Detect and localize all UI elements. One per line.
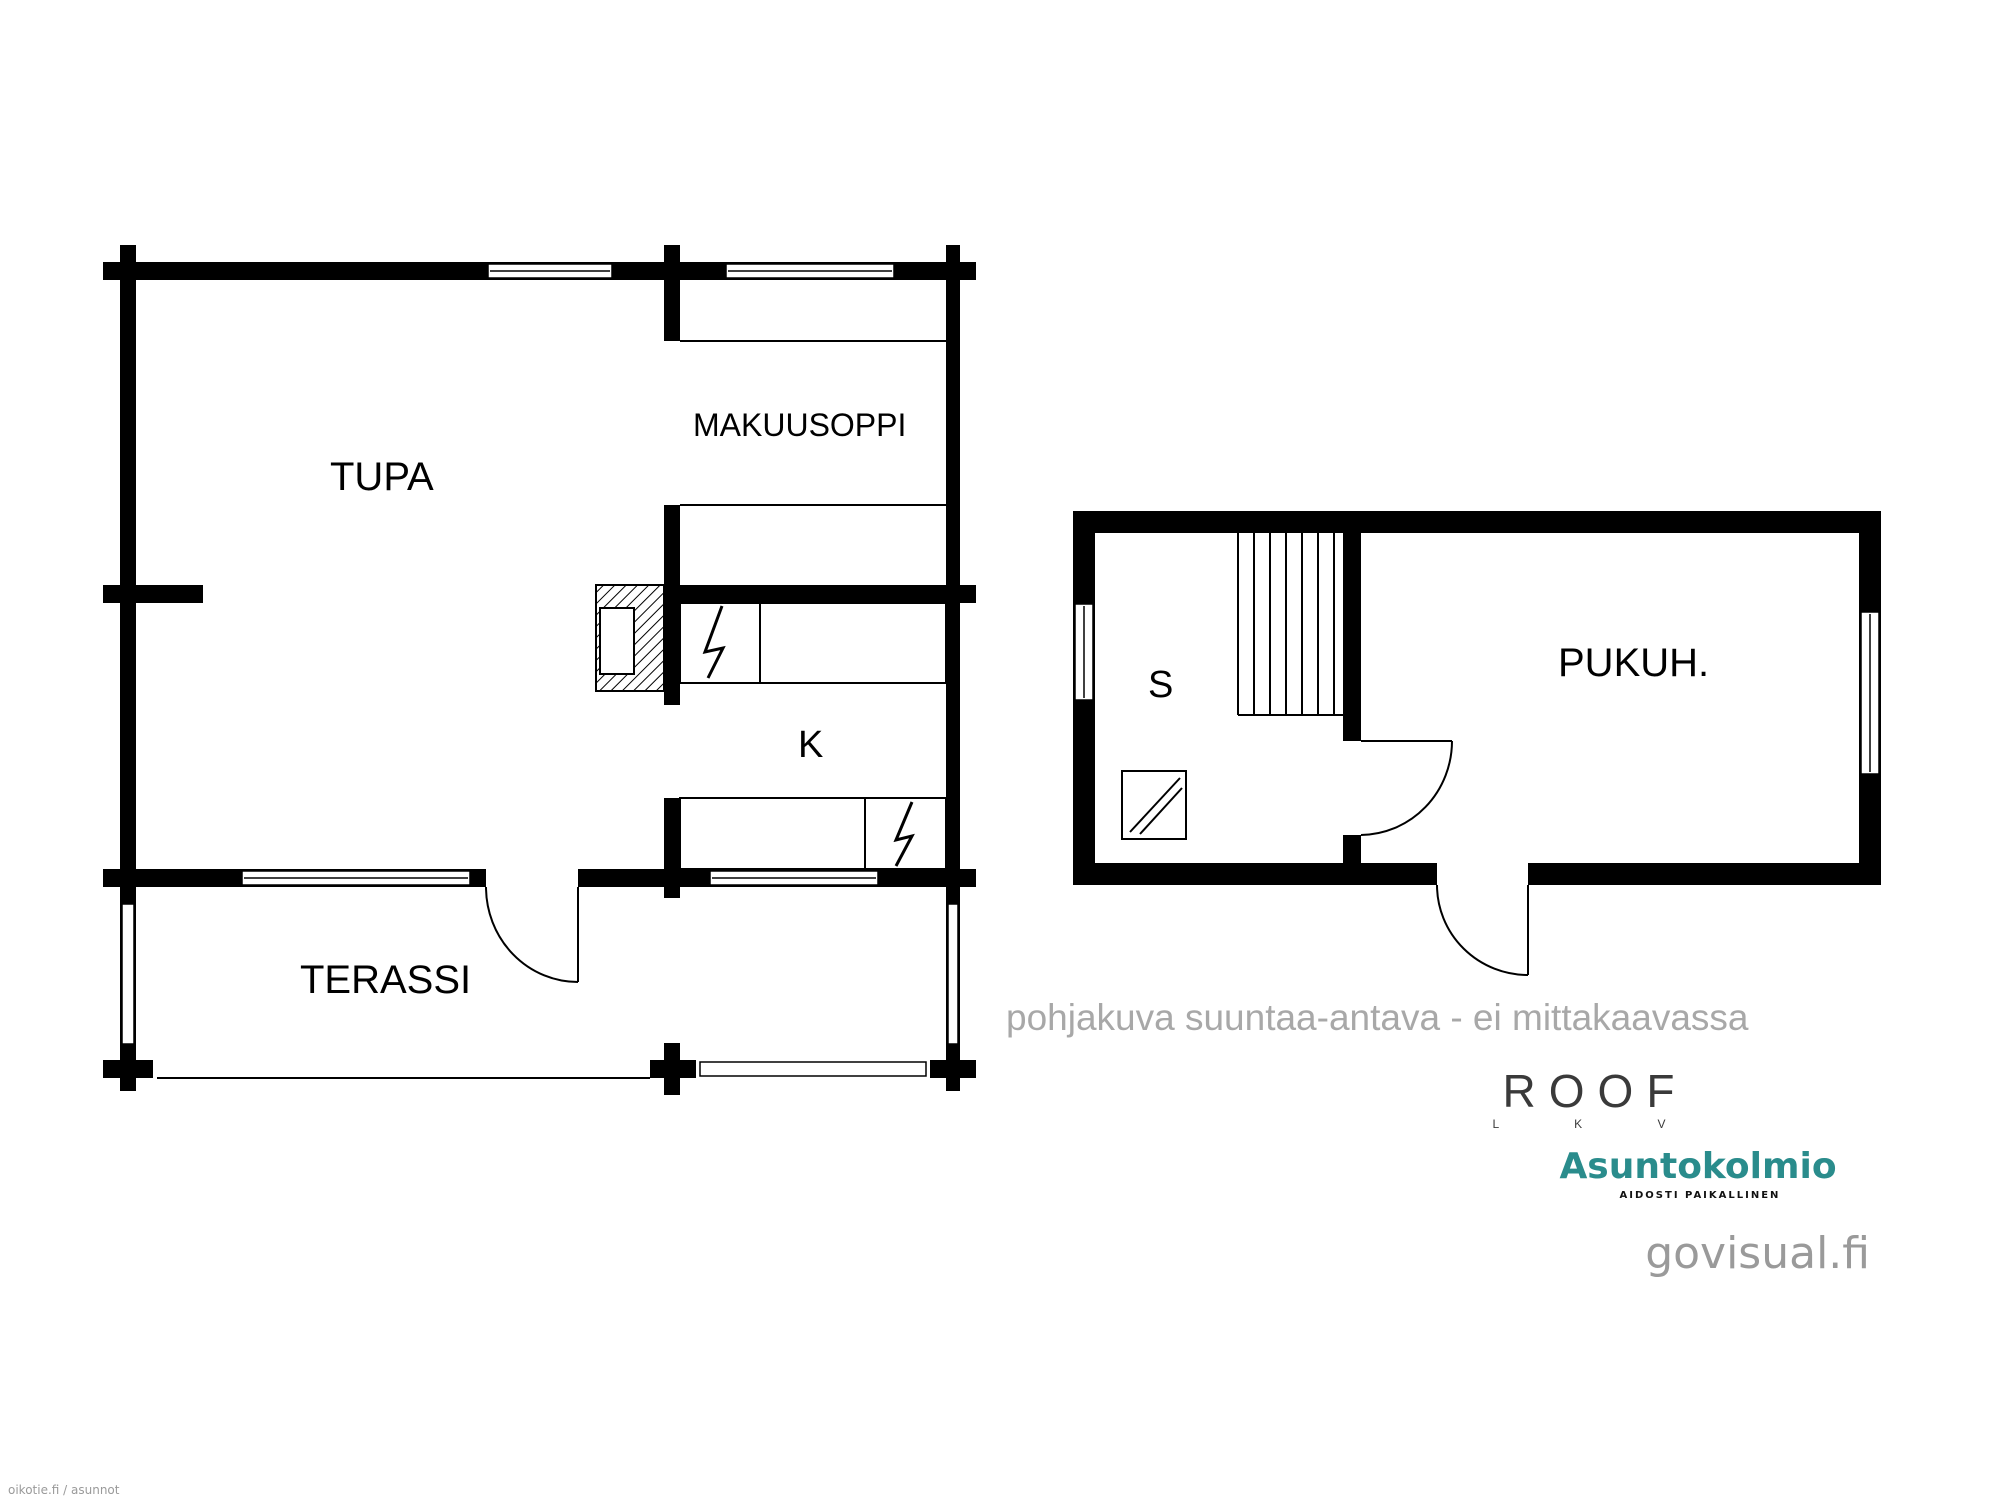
terrace <box>103 887 976 1095</box>
roof-logo-subtext: L K V <box>1493 1117 1702 1131</box>
room-label-sauna: S <box>1148 664 1173 706</box>
sauna-benches <box>1237 533 1343 716</box>
roof-logo-text: ROOF <box>1503 1065 1688 1117</box>
govisual-credit: govisual.fi <box>1645 1228 1870 1279</box>
sauna-interior-walls <box>1343 533 1361 863</box>
room-label-tupa: TUPA <box>330 455 434 499</box>
sauna-door-icon <box>1360 740 1453 836</box>
asuntokolmio-logo: Asuntokolmio AIDOSTI PAIKALLINEN <box>1559 1146 1836 1201</box>
stove-icon <box>702 605 915 867</box>
asuntokolmio-logo-text: Asuntokolmio <box>1559 1146 1836 1187</box>
kitchen-counters <box>679 602 947 870</box>
cabin-plan: TUPA MAKUUSOPPI K TERASSI <box>103 245 976 1095</box>
room-label-terassi: TERASSI <box>300 958 471 1002</box>
room-label-pukuhuone: PUKUH. <box>1558 641 1709 685</box>
sauna-entry-door-icon <box>1436 884 1529 976</box>
cabin-entry-door-icon <box>485 886 579 983</box>
room-label-makuusoppi: MAKUUSOPPI <box>693 407 906 443</box>
oikotie-watermark: oikotie.fi / asunnot <box>8 1483 120 1497</box>
cabin-interior-walls <box>664 245 960 898</box>
sauna-outer-walls <box>1073 511 1881 885</box>
disclaimer-note: pohjakuva suuntaa-antava - ei mittakaava… <box>1006 997 1749 1038</box>
fireplace-icon <box>595 584 665 692</box>
roof-lkv-logo: ROOF L K V <box>1493 1065 1702 1131</box>
sauna-stove-icon <box>1121 770 1187 840</box>
sauna-windows <box>1074 603 1880 775</box>
sauna-plan: S PUKUH. <box>1073 511 1881 976</box>
cabin-windows <box>241 263 895 886</box>
asuntokolmio-tagline: AIDOSTI PAIKALLINEN <box>1620 1190 1781 1201</box>
room-label-keittio: K <box>798 724 823 766</box>
sleeping-bunks <box>680 340 946 506</box>
